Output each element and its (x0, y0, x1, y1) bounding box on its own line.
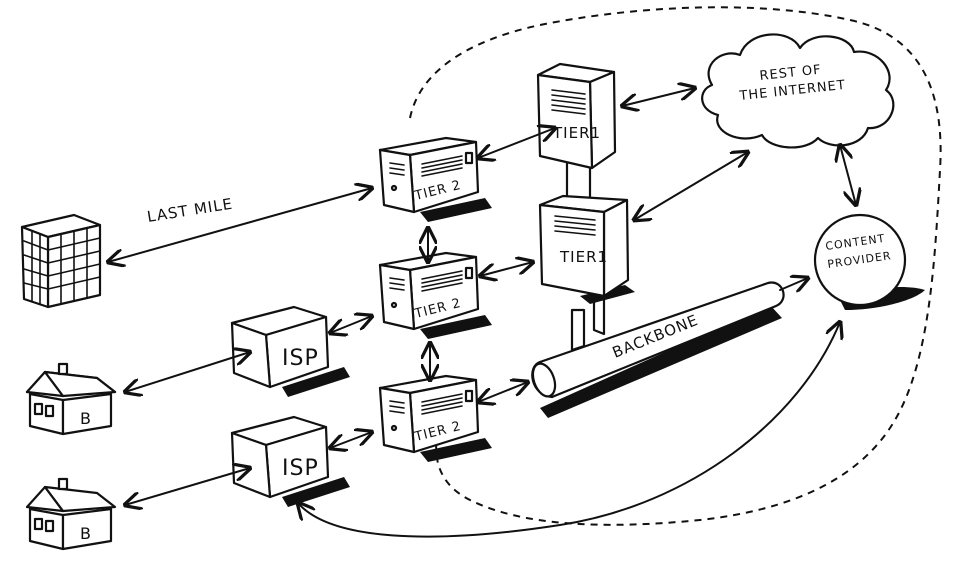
arrow-tier1-cloud (622, 88, 695, 106)
tier1-bottom-label: TIER1 (559, 248, 608, 266)
tier2-server-middle: TIER 2 (378, 251, 492, 339)
house-icon-upper: B (25, 362, 117, 436)
house-lower-door: B (80, 524, 92, 543)
arrow-isp-lower-tier2 (330, 432, 372, 448)
arrow-tier2-top-tier1 (478, 128, 555, 158)
arrow-isp-lower-content (298, 322, 840, 538)
house-upper-door: B (80, 409, 92, 428)
arrow-cloud-content (840, 145, 856, 205)
cloud-icon: REST OF THE INTERNET (701, 33, 895, 149)
arrow-house-lower-isp (125, 468, 250, 505)
arrow-backbone-content (779, 278, 808, 290)
isp-box-lower: ISP (230, 415, 350, 507)
house-icon-lower: B (25, 477, 117, 551)
isp-lower-label: ISP (282, 456, 319, 481)
internet-boundary-dashed (409, 6, 942, 526)
content-provider: CONTENT PROVIDER (813, 213, 925, 310)
arrow-tier1-bottom-cloud (634, 152, 748, 220)
arrow-building-tier2-top (108, 188, 372, 262)
connection-arrows (108, 88, 856, 538)
office-building-icon (20, 213, 102, 309)
backbone-pipe: BACKBONE (531, 281, 785, 418)
isp-upper-label: ISP (282, 346, 319, 371)
tier2-server-bottom: TIER 2 (378, 374, 492, 462)
tier1-server-bottom: TIER1 (538, 194, 635, 304)
last-mile-label: LAST MILE (146, 195, 234, 226)
tier1-server-top: TIER1 (536, 62, 617, 170)
arrow-tier2-bottom-backbone (478, 382, 528, 402)
arrow-isp-upper-tier2 (330, 316, 372, 333)
arrow-house-upper-isp (125, 352, 250, 392)
arrow-tier2-middle-tier1 (480, 262, 533, 276)
tier2-server-top: TIER 2 (378, 136, 492, 222)
cloud-label-line1: REST OF (759, 63, 823, 84)
tier1-top-label: TIER1 (552, 124, 601, 142)
